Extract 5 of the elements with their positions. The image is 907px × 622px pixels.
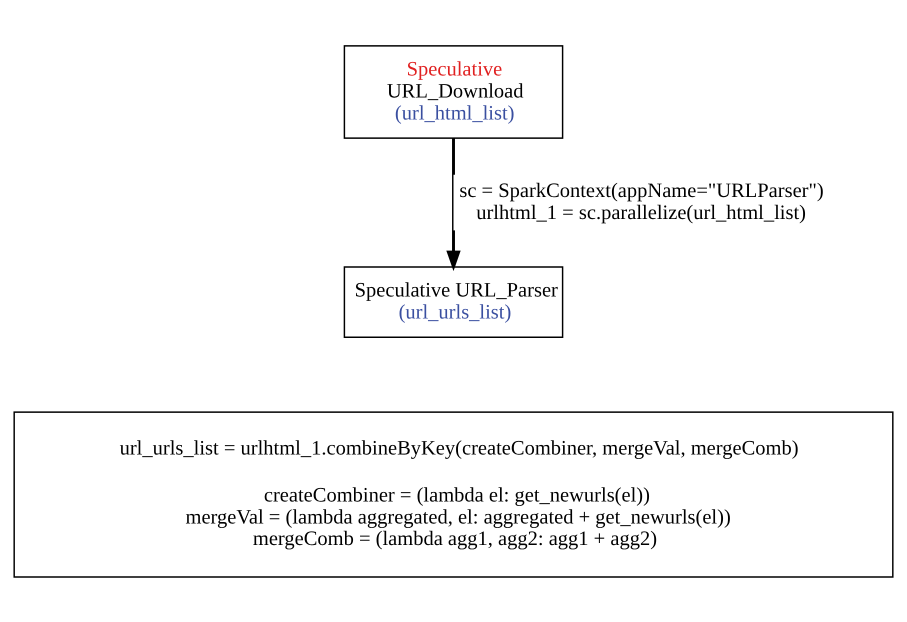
- node-box: Speculative URL_Parser (url_urls_list): [344, 266, 564, 338]
- arrow: [446, 138, 461, 271]
- node-box: url_urls_list = urlhtml_1.combineByKey(createCombiner, mergeVal, mergeComb) createCombiner = (lambda el: get_newurls(el)) mergeVal = (lambda aggregated, el: aggregated + get_newurls(el)) mergeComb = (lambda agg1, agg2: agg1 + agg2): [13, 410, 894, 578]
- edge-label: sc = SparkContext(appName="URLParser") urlhtml_1 = sc.parallelize(url_html_list): [459, 179, 824, 224]
- node-box: Speculative URL_Download (url_html_list): [344, 44, 564, 138]
